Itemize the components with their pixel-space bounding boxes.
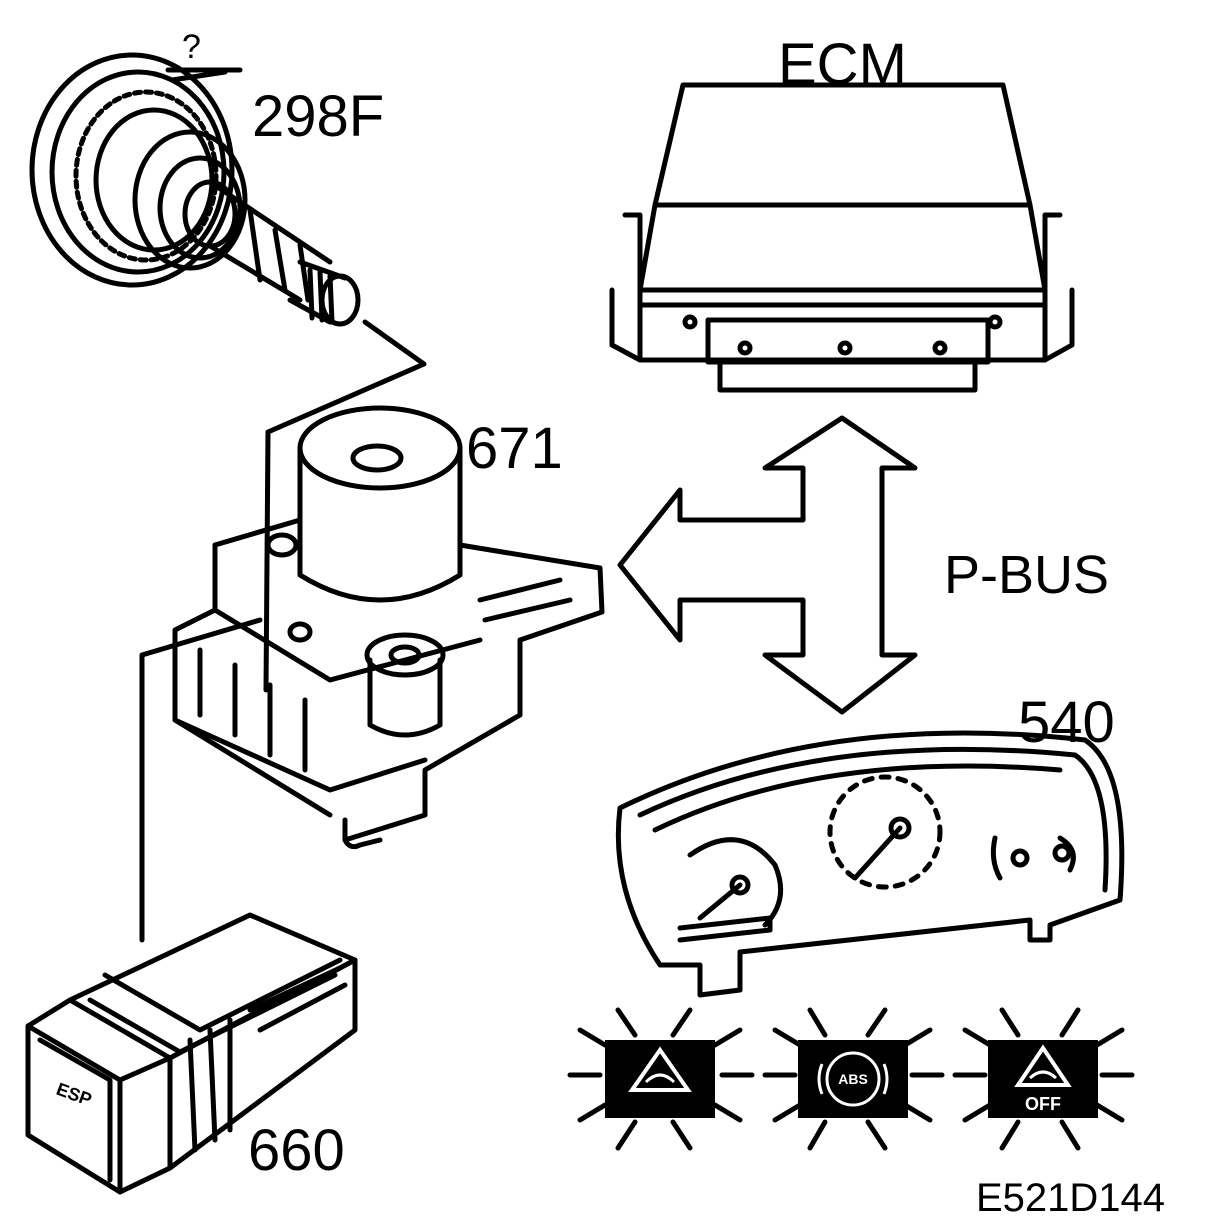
esp-triangle-icon bbox=[628, 1046, 692, 1092]
switch-label: 660 bbox=[248, 1118, 345, 1183]
abs-control-module bbox=[172, 405, 605, 850]
pbus-arrows bbox=[617, 415, 918, 715]
warning-lamp-abs bbox=[762, 1007, 945, 1151]
switch-face-text: ESP bbox=[54, 1079, 95, 1110]
pbus-label: P-BUS bbox=[944, 545, 1110, 605]
switch-wire bbox=[139, 617, 263, 943]
ecm-unit bbox=[609, 82, 1075, 393]
off-lamp-text: OFF bbox=[1025, 1094, 1061, 1114]
sensor-wire bbox=[263, 319, 427, 693]
instrument-cluster bbox=[615, 730, 1125, 998]
wheel-sensor-label: 298F bbox=[252, 84, 385, 149]
abs-lamp-text: ABS bbox=[838, 1071, 868, 1087]
unknown-mark-label: ? bbox=[182, 28, 201, 66]
esp-switch bbox=[25, 912, 358, 1195]
control-module-label: 671 bbox=[466, 416, 563, 481]
abs-circle-icon bbox=[825, 1051, 881, 1107]
instrument-cluster-label: 540 bbox=[1018, 690, 1115, 755]
wheel-hub-assembly bbox=[29, 52, 361, 327]
warning-lamp-esp bbox=[567, 1007, 755, 1151]
esp-off-triangle-icon bbox=[1014, 1044, 1072, 1087]
esp-off-lamp-face bbox=[988, 1040, 1098, 1118]
ecm-label: ECM bbox=[778, 32, 907, 97]
warning-lamp-esp-off bbox=[952, 1007, 1135, 1151]
figure-code-label: E521D144 bbox=[976, 1176, 1166, 1220]
